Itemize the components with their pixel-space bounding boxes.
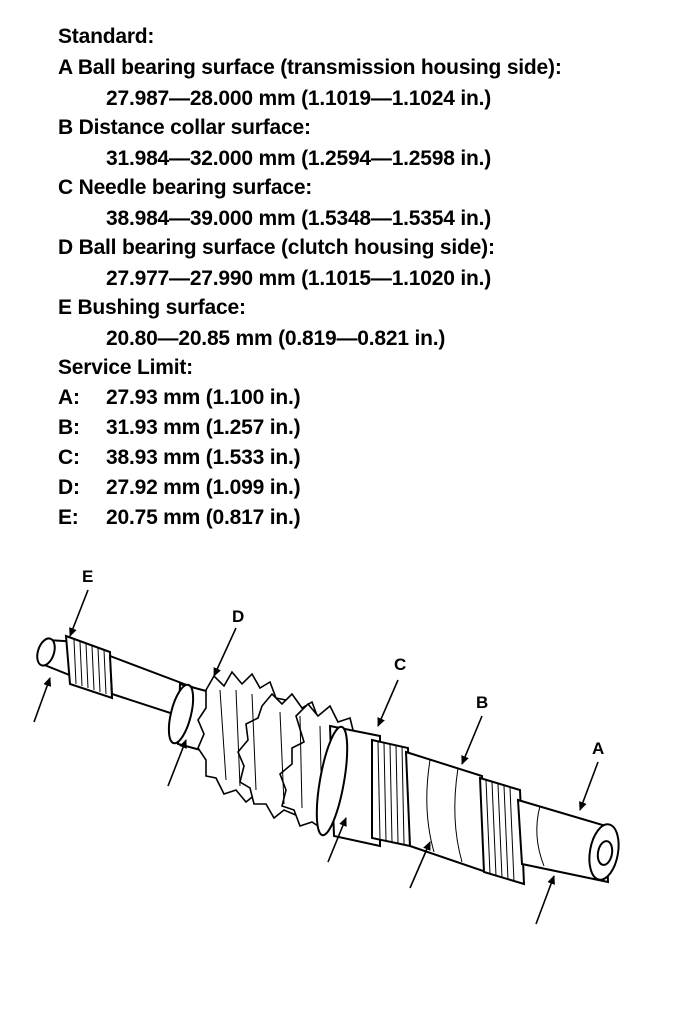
shaft-a-section <box>516 798 610 884</box>
callout-labels: E D C B A <box>82 567 604 758</box>
arrow-a-bottom <box>535 875 555 925</box>
standard-item-c-value: 38.984—39.000 mm (1.5348—1.5354 in.) <box>106 207 492 230</box>
arrow-c-bottom <box>327 817 347 863</box>
arrow-d-top <box>213 627 237 677</box>
arrow-b-top <box>461 715 483 765</box>
limit-letter-b: B: <box>58 416 80 439</box>
standard-item-b-label: B Distance collar surface: <box>58 116 311 139</box>
limit-letter-c: C: <box>58 446 80 469</box>
shaft-e-spline <box>64 634 114 700</box>
callout-c: C <box>394 655 406 674</box>
standard-item-c-label: C Needle bearing surface: <box>58 176 313 199</box>
callout-e: E <box>82 567 93 586</box>
standard-heading: Standard: <box>58 25 155 48</box>
shaft-b-section <box>404 750 488 874</box>
limit-value-b: 31.93 mm (1.257 in.) <box>106 416 301 439</box>
arrow-e-top <box>69 589 89 637</box>
callout-b: B <box>476 693 488 712</box>
standard-item-e-label: E Bushing surface: <box>58 296 246 319</box>
limit-letter-d: D: <box>58 476 80 499</box>
mainshaft-diagram: E D C B A <box>33 567 620 925</box>
service-limit-heading: Service Limit: <box>58 356 193 379</box>
shaft-c-a-body <box>315 724 620 886</box>
arrow-e-bottom <box>33 677 52 723</box>
limit-value-e: 20.75 mm (0.817 in.) <box>106 506 301 529</box>
callout-d: D <box>232 607 244 626</box>
shaft-body <box>36 634 212 754</box>
limit-value-a: 27.93 mm (1.100 in.) <box>106 386 301 409</box>
limit-letter-a: A: <box>58 386 80 409</box>
limit-letter-e: E: <box>58 506 79 529</box>
arrow-c-top <box>377 679 399 727</box>
standard-item-a-value: 27.987—28.000 mm (1.1019—1.1024 in.) <box>106 87 492 110</box>
limit-value-c: 38.93 mm (1.533 in.) <box>106 446 301 469</box>
standard-item-a-label: A Ball bearing surface (transmission hou… <box>58 56 562 79</box>
standard-item-d-value: 27.977—27.990 mm (1.1015—1.1020 in.) <box>106 267 492 290</box>
standard-item-e-value: 20.80—20.85 mm (0.819—0.821 in.) <box>106 327 446 350</box>
callout-arrows <box>33 589 599 925</box>
standard-item-d-label: D Ball bearing surface (clutch housing s… <box>58 236 495 259</box>
callout-a: A <box>592 739 604 758</box>
standard-item-b-value: 31.984—32.000 mm (1.2594—1.2598 in.) <box>106 147 492 170</box>
arrow-b-bottom <box>409 841 431 889</box>
arrow-d-bottom <box>167 739 187 787</box>
arrow-a-top <box>579 761 599 811</box>
limit-value-d: 27.92 mm (1.099 in.) <box>106 476 301 499</box>
